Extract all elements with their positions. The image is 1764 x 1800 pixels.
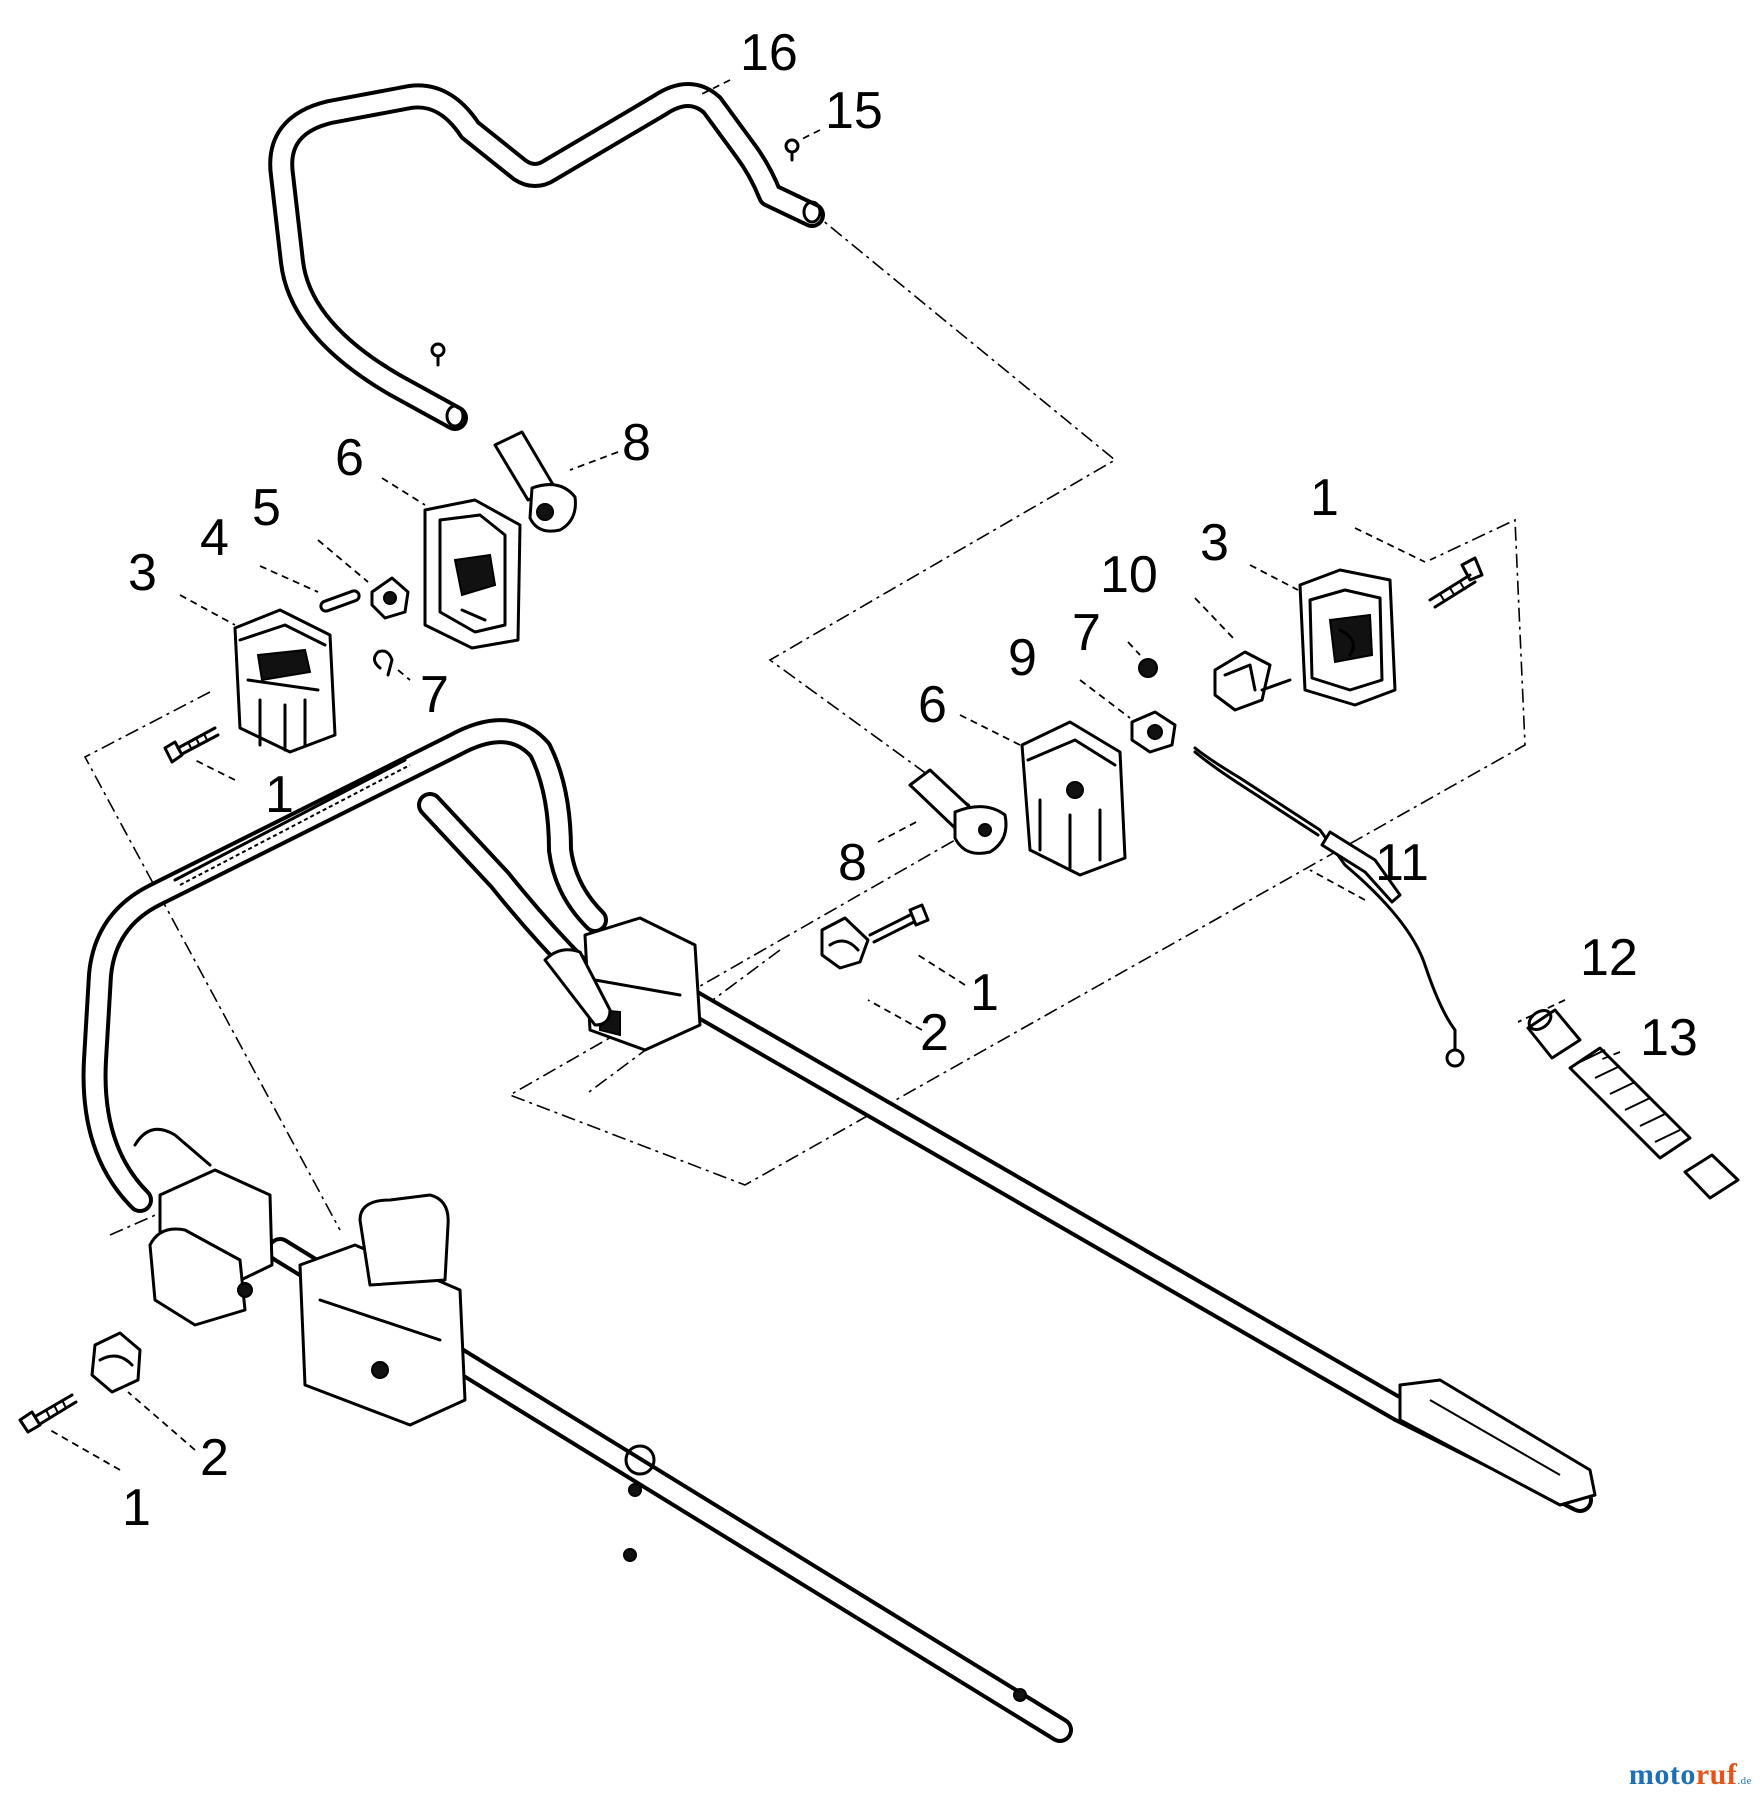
- clamp-2-left: [90, 1331, 142, 1394]
- upper-bail-bar: [268, 82, 825, 431]
- watermark-logo: motoruf.de: [1629, 1758, 1752, 1792]
- callout-11: 11: [1375, 834, 1429, 892]
- callout-9: 9: [1008, 629, 1037, 687]
- callout-8: 8: [838, 834, 867, 892]
- callout-16: 16: [740, 24, 798, 82]
- watermark-part3: .de: [1737, 1775, 1752, 1787]
- eye-bolt: [623, 1444, 1027, 1702]
- connector-8-upper: [493, 430, 577, 533]
- screw-1-left-lower: [18, 1393, 78, 1434]
- callout-7: 7: [420, 666, 449, 724]
- housing-cover-3-left: [233, 608, 337, 754]
- callout-2: 2: [200, 1429, 229, 1487]
- callout-12: 12: [1580, 929, 1638, 987]
- cable-11: [1193, 746, 1465, 1068]
- housing-3-right: [1298, 568, 1397, 707]
- leader-lines: [49, 79, 1621, 1471]
- connector-8-right: [908, 768, 1008, 855]
- callout-1: 1: [970, 964, 999, 1022]
- bushing-5: [370, 576, 410, 620]
- callout-4: 4: [200, 509, 229, 567]
- pin-4: [319, 589, 361, 613]
- callout-7: 7: [1072, 604, 1101, 662]
- callout-3: 3: [1200, 514, 1229, 572]
- screw-1-right-upper: [1428, 556, 1484, 609]
- callout-10: 10: [1100, 546, 1158, 604]
- clamp-2-right: [820, 916, 870, 970]
- callout-labels: 16 15 8 6 5 4 3 7 1 1 3 10 7 9 6 8 11 1 …: [122, 24, 1698, 1537]
- callout-15: 15: [825, 82, 883, 140]
- callout-3: 3: [128, 544, 157, 602]
- callout-6: 6: [335, 429, 364, 487]
- housing-6-right: [1020, 720, 1127, 877]
- clip-7-left: [373, 649, 394, 677]
- nut-7-right: [1138, 658, 1158, 678]
- bushing-9: [1130, 710, 1177, 754]
- latch-10: [1213, 650, 1292, 712]
- control-box-left: [133, 1127, 467, 1427]
- screw-1-left-upper: [163, 726, 220, 764]
- callout-6: 6: [918, 676, 947, 734]
- pin-15: [430, 138, 800, 367]
- screw-1-right-lower: [868, 903, 930, 944]
- watermark-part1: moto: [1628, 1758, 1696, 1791]
- lever-housing-6-upper: [423, 498, 522, 650]
- callout-13: 13: [1640, 1009, 1698, 1067]
- spring-13: [1568, 1046, 1740, 1200]
- callout-2: 2: [920, 1004, 949, 1062]
- callout-5: 5: [252, 479, 281, 537]
- watermark-part2: ruf: [1695, 1758, 1738, 1791]
- callout-1: 1: [122, 1479, 151, 1537]
- ferrule-12: [1526, 1008, 1582, 1060]
- callout-1: 1: [1310, 469, 1339, 527]
- callout-1: 1: [265, 766, 294, 824]
- callout-8: 8: [622, 414, 651, 472]
- control-box-right: [543, 916, 702, 1052]
- right-tube-end: [1398, 1378, 1597, 1507]
